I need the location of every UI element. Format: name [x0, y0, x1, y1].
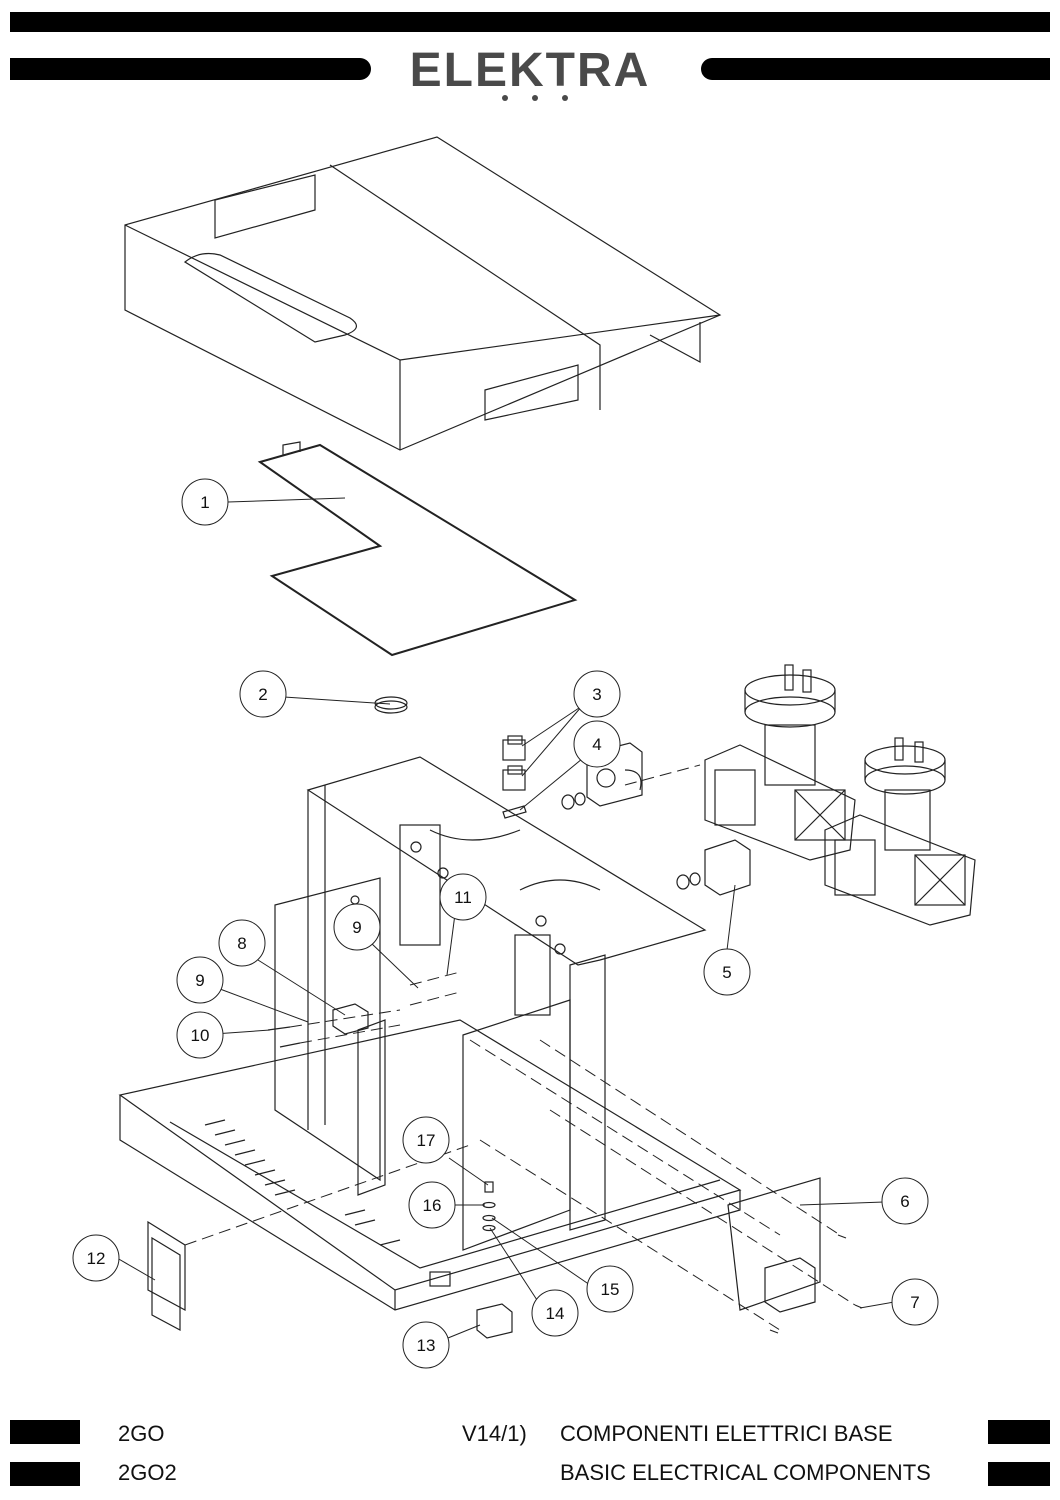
callout-number: 13: [417, 1336, 436, 1355]
callout-number: 3: [592, 685, 601, 704]
brand-name: ELEKTRA: [410, 44, 651, 97]
logo-dot: [502, 95, 508, 101]
footer-bars: [10, 1420, 1050, 1486]
callout-number: 11: [454, 888, 472, 907]
callout-12: 12: [72, 1234, 120, 1282]
group-valve-assembly: [704, 664, 976, 926]
callout-number: 16: [423, 1196, 442, 1215]
footer-bar-right-2: [988, 1462, 1050, 1486]
top-cover-panel: [124, 136, 722, 451]
callout-8: 8: [218, 919, 266, 967]
callout-number: 9: [195, 971, 204, 990]
title-italian: COMPONENTI ELETTRICI BASE: [560, 1421, 893, 1446]
callout-number: 14: [546, 1304, 565, 1323]
brand-logo: ELEKTRA: [410, 44, 651, 101]
callout-14: 14: [531, 1289, 579, 1337]
callout-6: 6: [881, 1177, 929, 1225]
callout-15: 15: [586, 1265, 634, 1313]
parts-14-17-fasteners: [482, 1181, 496, 1232]
callout-number: 9: [352, 918, 361, 937]
part-12-bracket: [147, 1220, 186, 1332]
internal-frame: [274, 756, 707, 1251]
table-reference: V14/1): [462, 1421, 527, 1446]
part-8-terminal-block: [332, 1003, 369, 1035]
part-2-disc: [374, 696, 408, 714]
callout-1: 1: [181, 478, 229, 526]
solenoid-coil-upper: [561, 742, 643, 810]
callout-9b: 9: [176, 956, 224, 1004]
callout-10: 10: [176, 1011, 224, 1059]
callout-7: 7: [891, 1278, 939, 1326]
callout-number: 10: [191, 1026, 210, 1045]
title-english: BASIC ELECTRICAL COMPONENTS: [560, 1460, 931, 1485]
callout-11: 11: [439, 873, 487, 921]
part-1-insulating-sheet: [257, 441, 578, 657]
model-code-2: 2GO2: [118, 1460, 177, 1485]
callout-number: 2: [258, 685, 267, 704]
part-6-electronic-board: [727, 1177, 821, 1313]
callout-9a: 9: [333, 903, 381, 951]
assembly-lines: [184, 764, 856, 1331]
callout-number: 17: [417, 1131, 436, 1150]
callout-16: 16: [408, 1181, 456, 1229]
footer-bar-left-1: [10, 1420, 80, 1444]
callout-number: 12: [87, 1249, 106, 1268]
callout-number: 15: [601, 1280, 620, 1299]
callout-5: 5: [703, 948, 751, 996]
callout-number: 5: [722, 963, 731, 982]
right-logo-bar: [701, 58, 1050, 80]
footer-bar-right-1: [988, 1420, 1050, 1444]
base-tray: [118, 1019, 742, 1311]
callout-leaders: [116, 497, 895, 1339]
header-bars: [10, 12, 1050, 80]
callout-number: 1: [200, 493, 209, 512]
part-3-connectors: [502, 735, 526, 791]
callout-number: 8: [237, 934, 246, 953]
footer-bar-left-2: [10, 1462, 80, 1486]
part-5-solenoid-coil: [676, 839, 751, 896]
callout-13: 13: [402, 1321, 450, 1369]
logo-dot: [562, 95, 568, 101]
callout-3: 3: [573, 670, 621, 718]
part-4-pin: [502, 805, 527, 819]
callout-4: 4: [573, 720, 621, 768]
callout-17: 17: [402, 1116, 450, 1164]
model-code-1: 2GO: [118, 1421, 165, 1446]
callouts: 1 2 3 4 5 6 7 8 9 9 10 11 12 13 14 15 16…: [72, 478, 939, 1369]
top-bar: [10, 12, 1050, 32]
left-logo-bar: [10, 58, 371, 80]
callout-number: 7: [910, 1293, 919, 1312]
callout-number: 4: [592, 735, 601, 754]
part-13-switch: [476, 1303, 513, 1339]
callout-2: 2: [239, 670, 287, 718]
callout-number: 6: [900, 1192, 909, 1211]
logo-dot: [532, 95, 538, 101]
